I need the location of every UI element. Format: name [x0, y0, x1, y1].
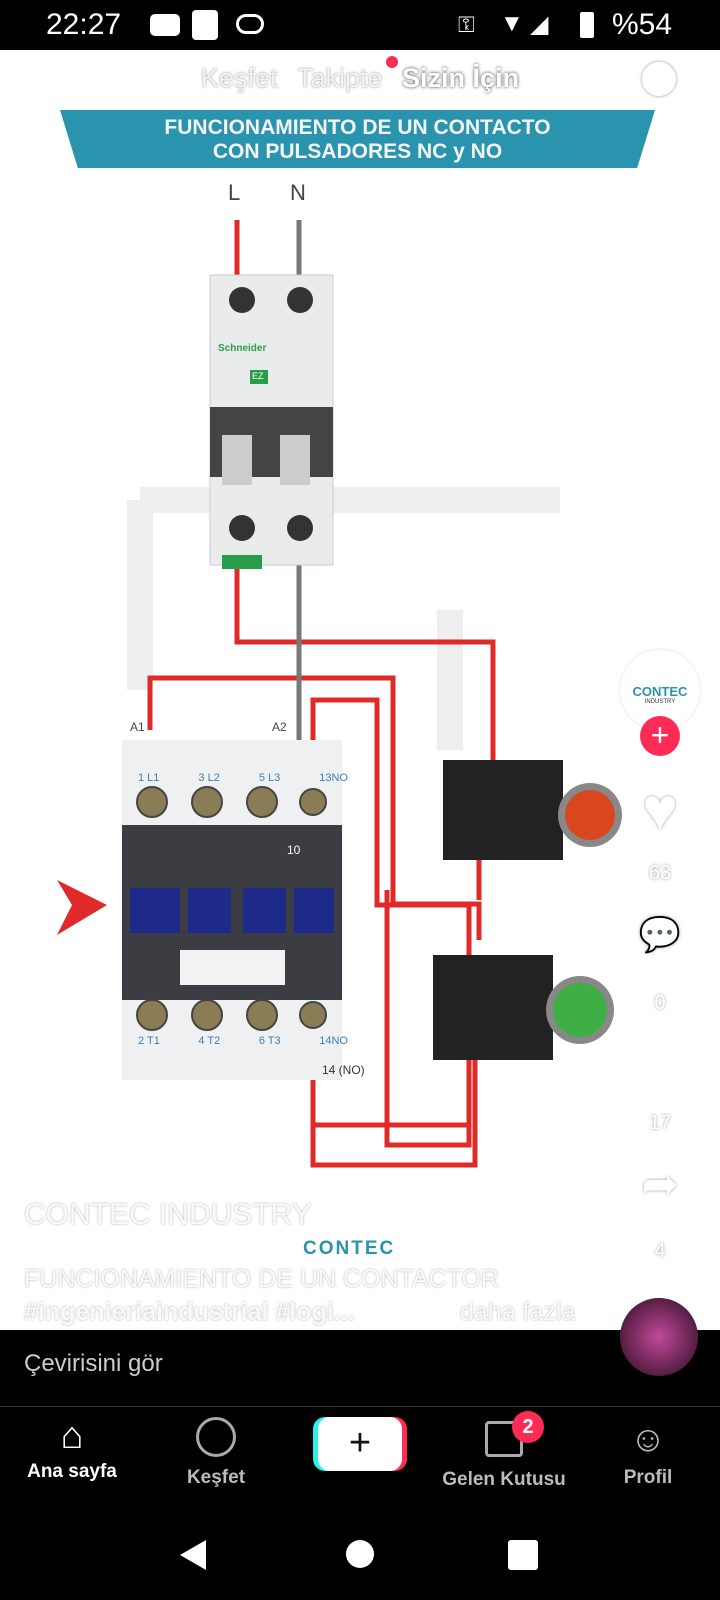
comment-count: 0 [654, 992, 666, 1014]
nav-label: Gelen Kutusu [442, 1469, 566, 1490]
vpn-key-icon: ⚿ [458, 12, 475, 37]
caption-text: FUNCIONAMIENTO DE UN CONTACTOR [24, 1265, 500, 1293]
watermark-logo: CONTEC [303, 1238, 396, 1259]
nav-label: Ana sayfa [27, 1461, 117, 1482]
share-icon[interactable]: ➦ [641, 1160, 679, 1209]
translate-bar: Çevirisini gör [0, 1330, 720, 1406]
terminal-label: 1 L1 [138, 772, 160, 784]
nav-home[interactable]: ⌂ Ana sayfa [0, 1417, 144, 1483]
nav-profile[interactable]: ☺ Profil [576, 1417, 720, 1489]
top-terminal-labels: 1 L1 3 L2 5 L3 13NO [138, 772, 348, 784]
terminal-label: 5 L3 [258, 772, 281, 784]
share-count: 4 [654, 1240, 666, 1262]
tab-for-you[interactable]: Sizin İçin [402, 63, 520, 93]
bottom-nav: ⌂ Ana sayfa Keşfet + Gelen Kutusu 2 ☺ Pr… [0, 1406, 720, 1510]
terminal-label: 14NO [319, 1035, 348, 1047]
banner-line: FUNCIONAMIENTO DE UN CONTACTO [164, 116, 551, 139]
terminal-label: 6 T3 [258, 1035, 281, 1047]
like-heart-icon[interactable]: ♥ [642, 776, 678, 843]
wifi-icon: ▼ [500, 10, 524, 37]
youtube-icon [150, 14, 180, 36]
label-A2: A2 [272, 720, 287, 734]
creator-logo: CONTEC [632, 684, 688, 699]
nav-label: Profil [623, 1467, 673, 1488]
inbox-badge: 2 [512, 1411, 544, 1443]
system-nav [0, 1510, 720, 1600]
label-A1: A1 [130, 720, 145, 734]
video-title-banner: FUNCIONAMIENTO DE UN CONTACTO CON PULSAD… [60, 110, 655, 168]
terminal-label: 4 T2 [198, 1035, 221, 1047]
red-push-button [443, 760, 622, 860]
aux-label: 10 [287, 843, 301, 857]
wiring-diagram [57, 220, 622, 1168]
bottom-terminal-labels: 2 T1 4 T2 6 T3 14NO [138, 1035, 348, 1047]
app-icon [192, 10, 218, 40]
red-wires [147, 220, 496, 1168]
breaker-ez: EZ [252, 371, 264, 381]
author-name[interactable]: CONTEC INDUSTRY [24, 1198, 312, 1231]
label-N: N [290, 180, 306, 205]
cloud-icon [236, 14, 264, 34]
clock: 22:27 [46, 8, 122, 41]
follow-plus-icon[interactable]: + [640, 716, 680, 756]
nav-inbox[interactable]: Gelen Kutusu 2 [432, 1411, 576, 1491]
comment-icon[interactable]: 💬 [638, 916, 682, 954]
music-disc[interactable] [620, 1298, 698, 1376]
status-bar: 22:27 ⚿ ▼ ◢ %54 [0, 0, 720, 50]
video-player[interactable]: L N Schneider EZ A1 A2 1 L1 3 L2 5 L3 13… [0, 50, 720, 1330]
home-circle-icon[interactable] [346, 1540, 374, 1568]
banner-line: CON PULSADORES NC y NO [212, 140, 503, 163]
terminal-label: 3 L2 [198, 772, 220, 784]
terminal-label: 2 T1 [138, 1035, 160, 1047]
red-arrow-icon [57, 880, 107, 935]
tab-following[interactable]: Takipte [296, 63, 383, 93]
battery-icon [580, 12, 594, 38]
profile-icon: ☺ [629, 1418, 667, 1459]
signal-icon: ◢ [530, 11, 549, 38]
feed-tabs: Keşfet Takipte Sizin İçin [0, 62, 720, 94]
circuit-breaker [209, 274, 334, 569]
like-count: 63 [648, 862, 672, 884]
terminal-label: 13NO [319, 772, 348, 784]
label-L: L [228, 180, 241, 205]
nav-explore[interactable]: Keşfet [144, 1417, 288, 1489]
translate-link[interactable]: Çevirisini gör [24, 1350, 163, 1377]
recents-icon[interactable] [508, 1540, 538, 1570]
creator-logo-sub: INDUSTRY [644, 699, 676, 705]
breaker-brand: Schneider [218, 343, 267, 354]
nav-label: Keşfet [186, 1467, 246, 1488]
save-count: 17 [648, 1112, 672, 1134]
live-dot [386, 56, 398, 68]
watermark-shape [127, 487, 560, 750]
search-icon[interactable] [642, 62, 676, 96]
compass-icon [196, 1417, 236, 1457]
more-link[interactable]: daha fazla [460, 1298, 576, 1326]
back-icon[interactable] [180, 1540, 206, 1570]
green-push-button [433, 955, 614, 1060]
battery-level: %54 [611, 8, 672, 41]
no14-label: 14 (NO) [322, 1063, 365, 1077]
home-icon: ⌂ [60, 1415, 84, 1457]
create-button[interactable]: + [318, 1417, 402, 1471]
caption-hashtags[interactable]: #ingenieriaindustrial #logi... [24, 1298, 355, 1326]
tab-explore[interactable]: Keşfet [200, 63, 278, 93]
contactor [122, 740, 342, 1080]
